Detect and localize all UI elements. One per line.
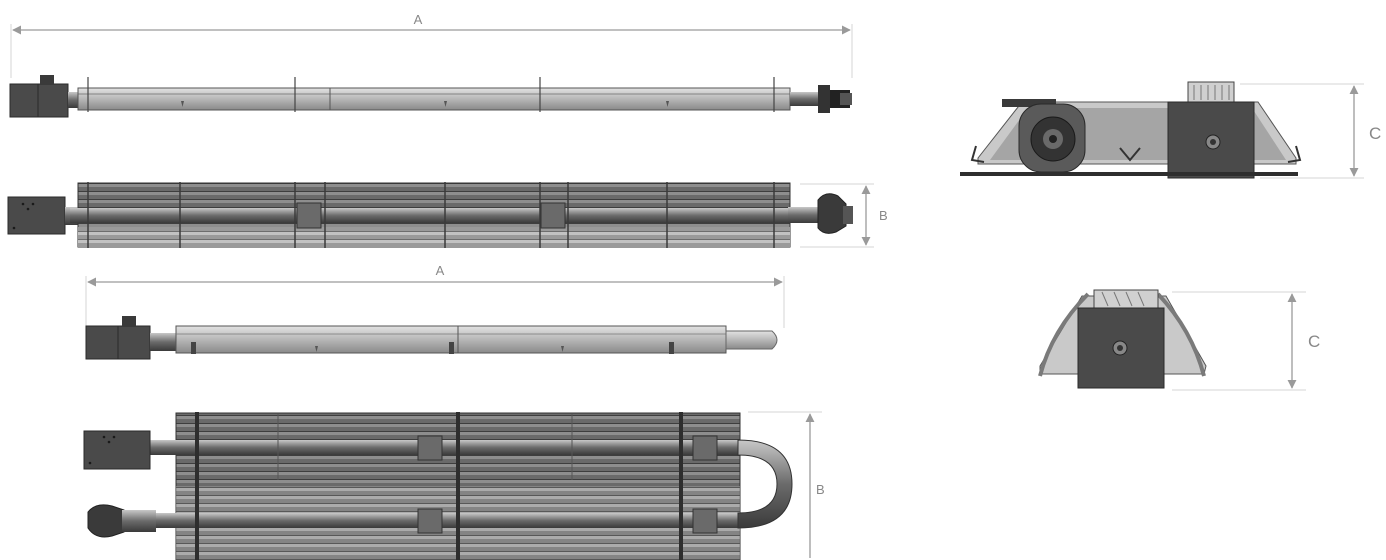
dimension-c-u: C (1172, 291, 1320, 391)
linear-heater-side-view: A (9, 12, 853, 118)
u-tube-heater-side-view: A (85, 263, 785, 360)
linear-heater-top-view: B (7, 182, 888, 248)
linear-heater-end-view: C (960, 81, 1381, 179)
dimension-label-c: C (1308, 332, 1320, 351)
dimension-label-b: B (816, 482, 825, 497)
dimension-label-a: A (436, 263, 445, 278)
dimension-label-b: B (879, 208, 888, 223)
dimension-c-linear: C (1240, 83, 1381, 179)
dimension-a-linear: A (10, 12, 853, 78)
dimension-b-u: B (748, 411, 825, 558)
dimension-b-linear: B (800, 183, 888, 248)
dimension-a-u: A (85, 263, 785, 328)
dimension-label-c: C (1369, 124, 1381, 143)
u-tube-heater-top-view: B (83, 411, 825, 560)
u-tube-heater-end-view: C (1038, 289, 1320, 391)
dimension-label-a: A (414, 12, 423, 27)
